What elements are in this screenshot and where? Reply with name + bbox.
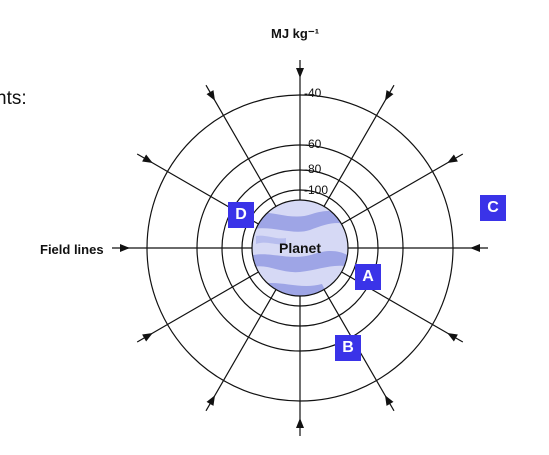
field-line-arrowhead [142, 154, 153, 163]
field-line [136, 271, 259, 343]
point-d-badge[interactable]: D [228, 202, 254, 228]
field-line-arrowhead [385, 395, 394, 406]
planet-label: Planet [279, 240, 321, 256]
field-line-arrowhead [296, 418, 304, 428]
potential-label-80: -80 [304, 162, 322, 176]
point-b-badge[interactable]: B [335, 335, 361, 361]
question-text-fragment: nts: [0, 88, 27, 109]
field-line [205, 84, 277, 207]
field-line-arrowhead [470, 244, 480, 252]
field-line [341, 153, 464, 225]
potential-label-40: -40 [304, 86, 322, 100]
point-a-badge[interactable]: A [355, 264, 381, 290]
potential-labels: -40 -60 -80 -100 [304, 86, 328, 197]
planet [251, 199, 349, 297]
field-line [205, 289, 277, 412]
field-line-arrowhead [447, 333, 458, 342]
point-c-badge[interactable]: C [480, 195, 506, 221]
field-line-arrowhead [385, 90, 394, 101]
field-lines [112, 60, 488, 436]
field-line-arrowhead [120, 244, 130, 252]
field-line-arrowhead [206, 90, 215, 101]
potential-label-60: -60 [304, 137, 322, 151]
field-lines-label: Field lines [40, 242, 104, 257]
field-line-arrowhead [206, 395, 215, 406]
field-line-arrowhead [447, 154, 458, 163]
field-line-arrowhead [142, 333, 153, 342]
field-line-arrowhead [296, 68, 304, 78]
unit-label: MJ kg⁻¹ [271, 26, 320, 41]
potential-label-100: -100 [304, 183, 328, 197]
field-line [323, 84, 395, 207]
